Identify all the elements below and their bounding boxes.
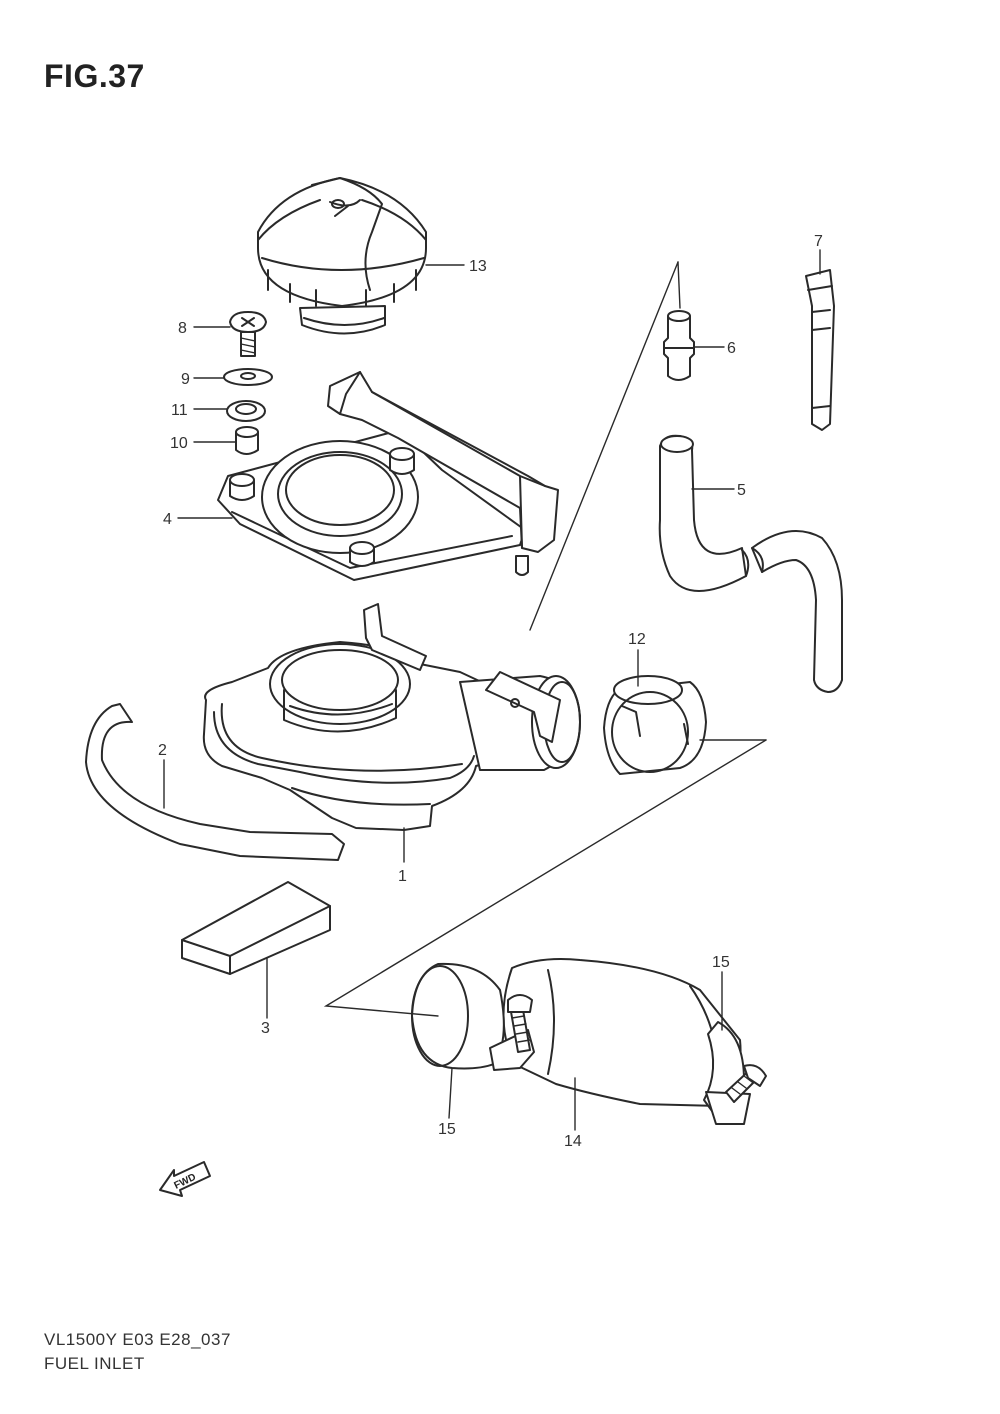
hose-clamp-left[interactable] — [411, 962, 535, 1071]
callout-7: 7 — [814, 233, 823, 250]
callout-2: 2 — [158, 742, 167, 759]
hose-clamp-right[interactable] — [703, 1021, 767, 1125]
fwd-arrow-icon: FWD — [159, 1161, 211, 1197]
callout-8: 8 — [178, 320, 187, 337]
collar[interactable] — [235, 426, 259, 455]
callout-6: 6 — [727, 340, 736, 357]
leader-lines — [163, 249, 821, 1131]
footer: VL1500Y E03 E28_037 FUEL INLET — [44, 1328, 231, 1376]
washer[interactable] — [223, 368, 273, 386]
clamp-band[interactable] — [805, 269, 835, 431]
callout-5: 5 — [737, 482, 746, 499]
callout-12: 12 — [628, 631, 646, 648]
callout-4: 4 — [163, 511, 172, 528]
seal-strip[interactable] — [85, 703, 345, 861]
grommet[interactable] — [226, 400, 266, 422]
callout-11: 11 — [171, 402, 188, 419]
callout-10: 10 — [170, 435, 188, 452]
callout-15-right: 15 — [712, 954, 730, 971]
fuel-cap[interactable] — [257, 177, 427, 335]
figure-title: FIG.37 — [44, 58, 145, 94]
connecting-hose[interactable] — [502, 958, 742, 1107]
screw[interactable] — [229, 311, 267, 357]
mounting-plate[interactable] — [217, 371, 559, 581]
callout-13: 13 — [469, 258, 487, 275]
callout-3: 3 — [261, 1020, 270, 1037]
callout-14: 14 — [564, 1133, 582, 1150]
hose-joint[interactable] — [663, 310, 695, 381]
fuel-inlet-body[interactable] — [202, 603, 581, 831]
callout-9: 9 — [181, 371, 190, 388]
breather-hose[interactable] — [658, 434, 843, 693]
model-code: VL1500Y E03 E28_037 — [44, 1330, 231, 1349]
foam-pad[interactable] — [181, 881, 331, 975]
group-lines — [323, 261, 767, 1017]
callouts: 1 2 3 4 5 6 7 8 9 10 11 12 13 14 15 15 — [158, 233, 823, 1150]
callout-1: 1 — [398, 868, 407, 885]
callout-15-left: 15 — [438, 1121, 456, 1138]
clip-ring[interactable] — [603, 675, 707, 775]
figure-caption: FUEL INLET — [44, 1354, 145, 1373]
